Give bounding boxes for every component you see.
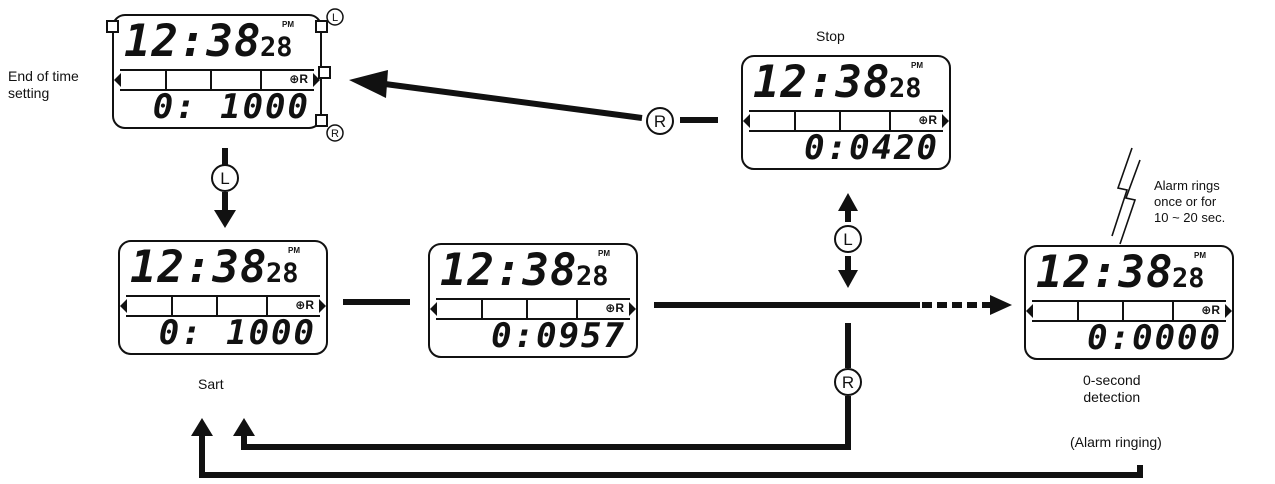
button-r-label: R xyxy=(654,112,666,131)
button-l-label: L xyxy=(220,169,229,188)
watch-time: 12:38 xyxy=(130,242,268,293)
timer-display: 0:0420 xyxy=(804,128,939,168)
watch-time: 12:38 xyxy=(1036,247,1174,298)
pm-indicator: PM xyxy=(282,20,294,29)
watch-stop: 12:38 PM 28 ⊕R 0:0420 xyxy=(741,55,951,170)
timer-display: 0: 1000 xyxy=(152,87,310,127)
watch-seconds: 28 xyxy=(889,73,922,104)
button-r-small-corner: R xyxy=(326,124,344,142)
label-alarm-rings: Alarm rings once or for 10 ~ 20 sec. xyxy=(1154,178,1226,225)
label-start: Sart xyxy=(198,376,224,392)
button-l-label: L xyxy=(332,12,338,24)
button-r-label: R xyxy=(331,128,339,140)
label-zero-second-detection: 0-second detection xyxy=(1083,372,1141,405)
segment-bar: ⊕R xyxy=(120,295,326,317)
watch-seconds: 28 xyxy=(266,258,299,289)
watch-start: 12:38 PM 28 ⊕R 0: 1000 xyxy=(118,240,328,355)
arrow-running-to-zero xyxy=(654,295,1012,315)
button-l-circle-1: L xyxy=(211,164,239,192)
label-alarm-ringing: (Alarm ringing) xyxy=(1070,434,1162,450)
alarm-icon: ⊕R xyxy=(1201,303,1220,317)
button-r-circle-1: R xyxy=(646,107,674,135)
watch-running: 12:38 PM 28 ⊕R 0:0957 xyxy=(428,243,638,358)
pm-indicator: PM xyxy=(1194,251,1206,260)
alarm-icon: ⊕R xyxy=(295,298,314,312)
pm-indicator: PM xyxy=(288,246,300,255)
button-r-circle-2: R xyxy=(834,368,862,396)
button-r-label: R xyxy=(842,373,854,392)
arrow-stop-to-end xyxy=(349,70,718,123)
button-l-circle-2: L xyxy=(834,225,862,253)
watch-seconds: 28 xyxy=(576,261,609,292)
watch-seconds: 28 xyxy=(1172,263,1205,294)
alarm-icon: ⊕R xyxy=(605,301,624,315)
button-l-label: L xyxy=(843,230,852,249)
pm-indicator: PM xyxy=(911,61,923,70)
timer-display: 0: 1000 xyxy=(158,313,316,353)
alarm-icon: ⊕R xyxy=(918,113,937,127)
segment-bar: ⊕R xyxy=(114,69,320,91)
segment-bar: ⊕R xyxy=(743,110,949,132)
arrow-running-to-start xyxy=(233,323,851,450)
timer-display: 0:0000 xyxy=(1087,318,1222,358)
watch-end-of-setting: 12:38 PM 28 ⊕R 0: 1000 xyxy=(106,14,331,129)
segment-bar: ⊕R xyxy=(1026,300,1232,322)
watch-time: 12:38 xyxy=(753,57,891,108)
label-stop: Stop xyxy=(816,28,845,44)
watch-time: 12:38 xyxy=(440,245,578,296)
arrow-end-to-start xyxy=(214,148,236,228)
watch-zero: 12:38 PM 28 ⊕R 0:0000 xyxy=(1024,245,1234,360)
arrow-alarm-to-start xyxy=(191,418,1143,478)
timer-display: 0:0957 xyxy=(491,316,626,356)
lightning-icon xyxy=(1111,147,1141,245)
alarm-icon: ⊕R xyxy=(289,72,308,86)
watch-time: 12:38 xyxy=(124,16,262,67)
label-end-of-time-setting: End of time setting xyxy=(8,68,79,101)
button-l-small-corner: L xyxy=(326,8,344,26)
arrow-stop-running-bidirectional xyxy=(838,193,858,288)
segment-bar: ⊕R xyxy=(430,298,636,320)
watch-seconds: 28 xyxy=(260,32,293,63)
pm-indicator: PM xyxy=(598,249,610,258)
